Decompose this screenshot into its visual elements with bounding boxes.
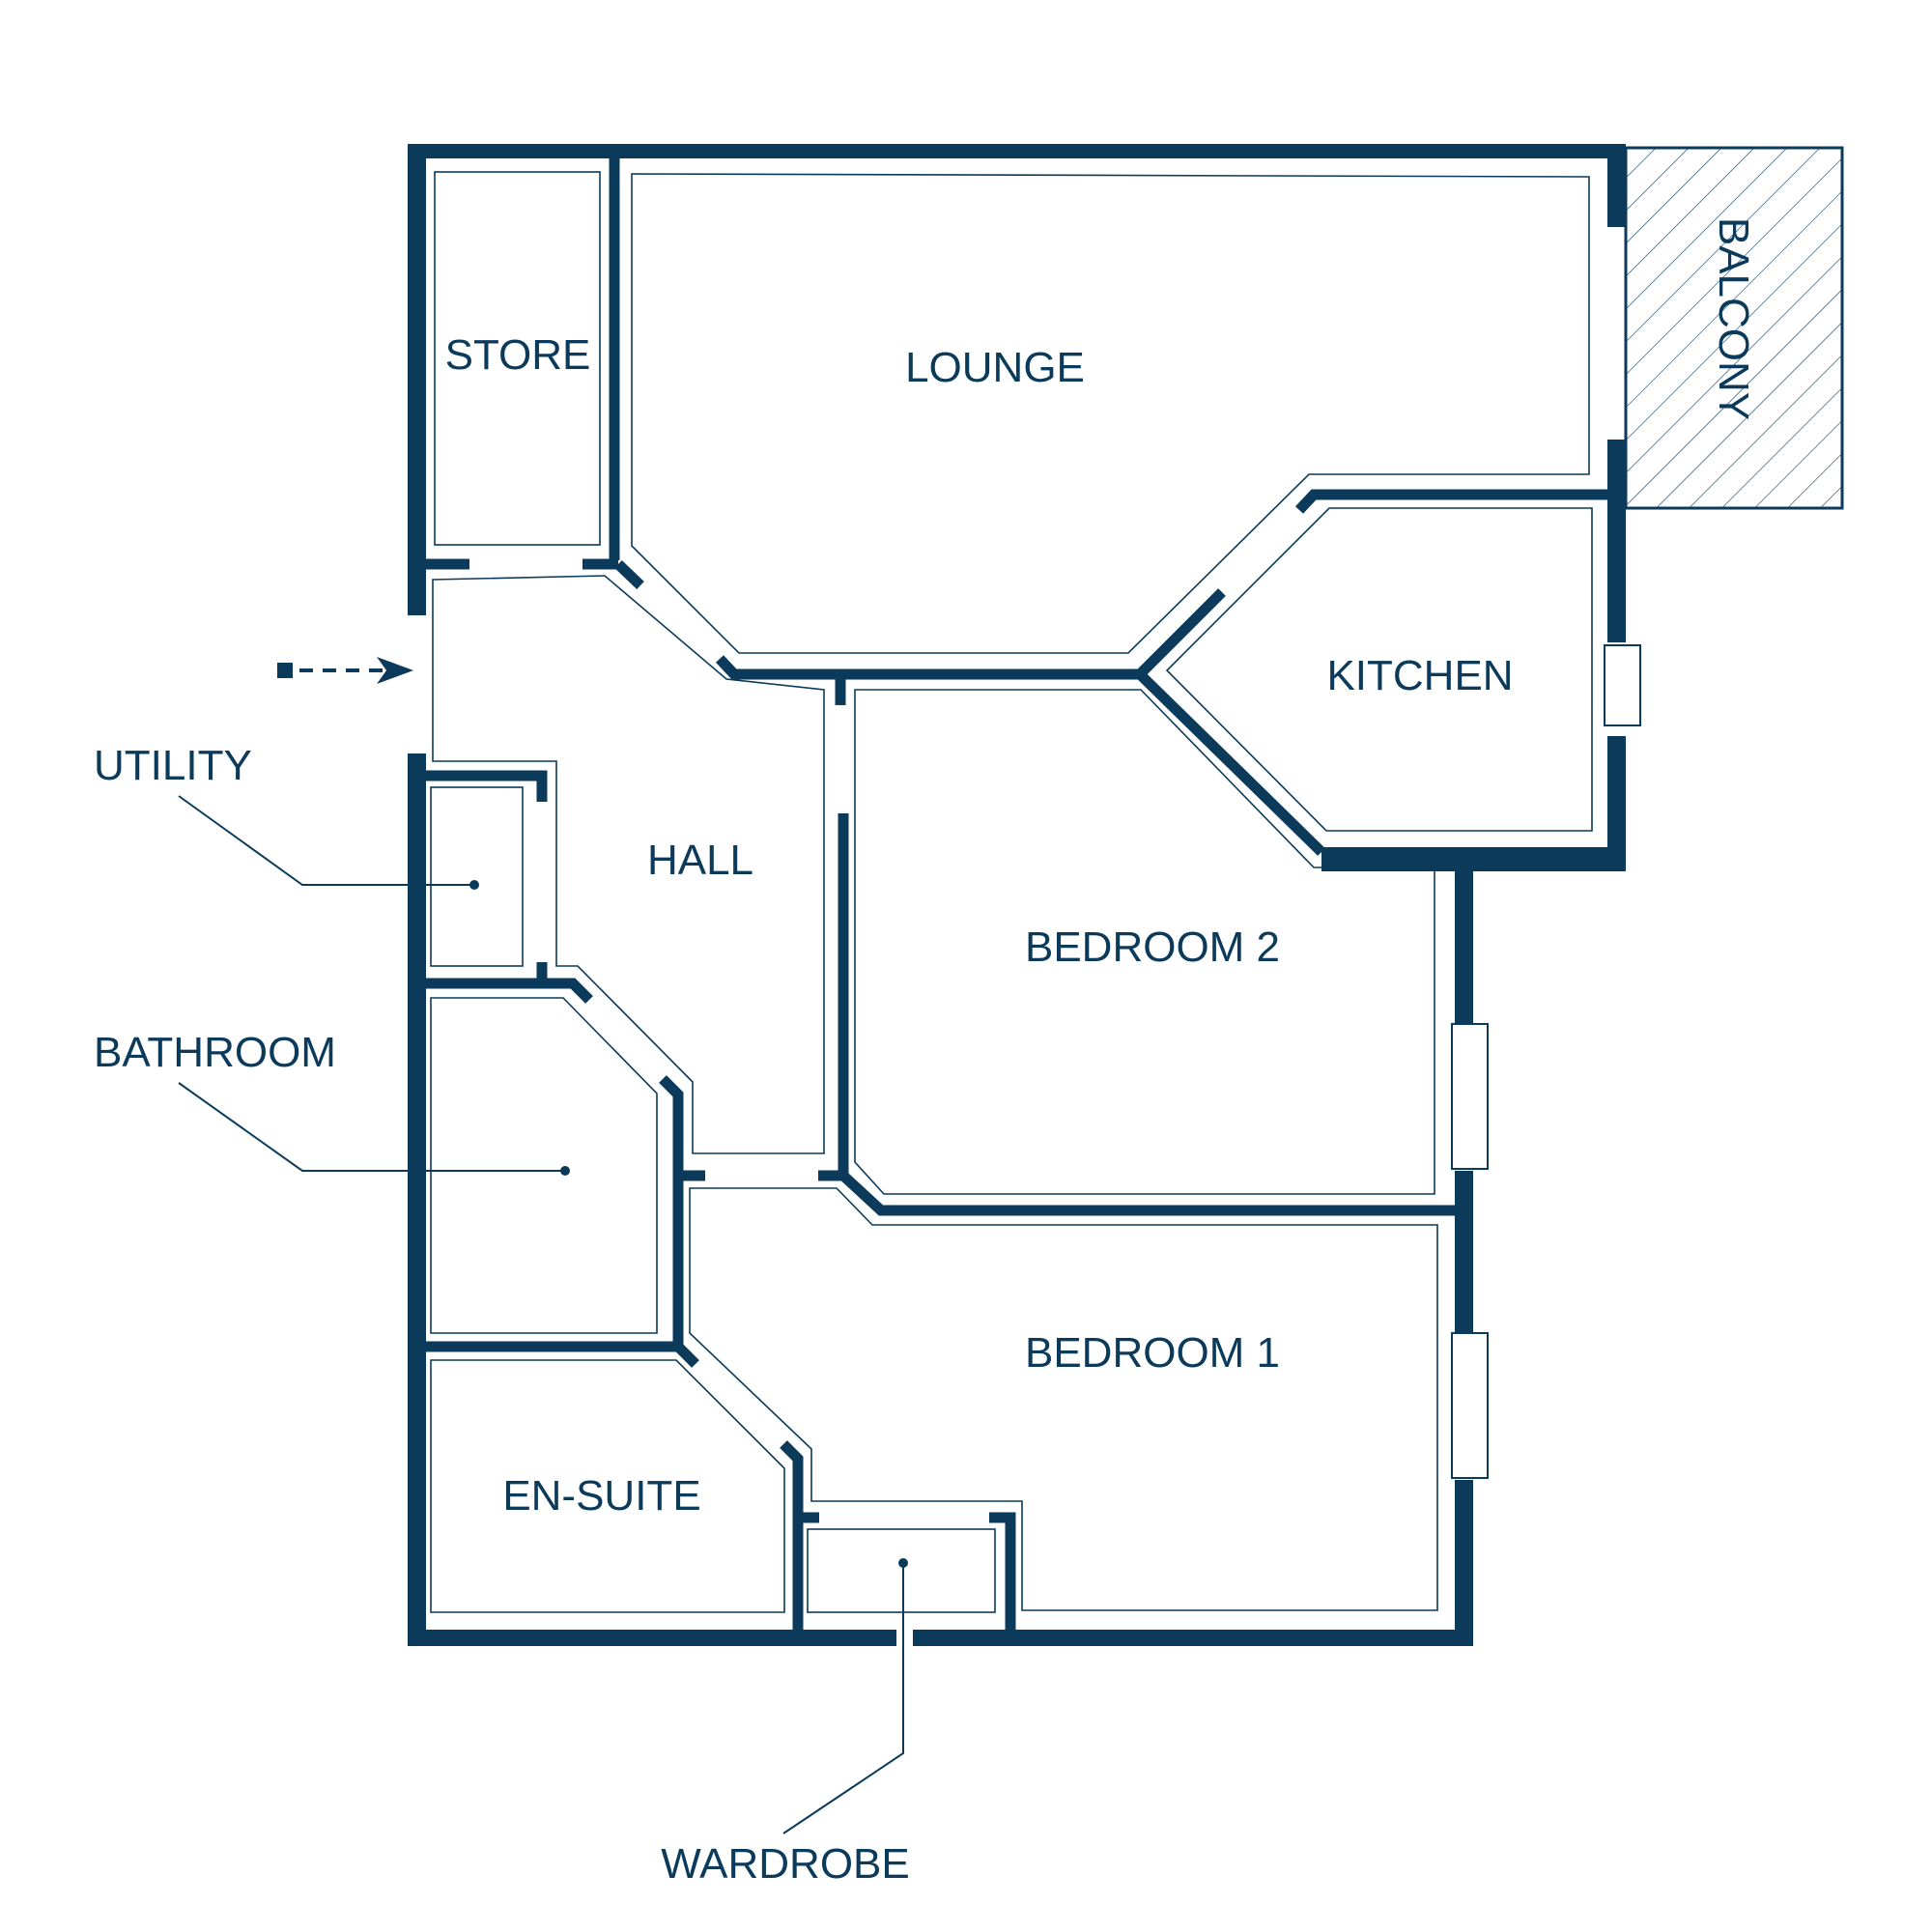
bedroom2-label: BEDROOM 2 bbox=[1025, 923, 1280, 971]
bedroom2-window-icon bbox=[1451, 1023, 1489, 1170]
utility-label: UTILITY bbox=[94, 742, 252, 789]
dashed-arrow-right-icon bbox=[277, 657, 413, 684]
outer-walls bbox=[408, 144, 1626, 1646]
kitchen-window-icon bbox=[1604, 644, 1641, 726]
hall-label: HALL bbox=[647, 837, 753, 884]
lounge-label: LOUNGE bbox=[905, 344, 1085, 391]
bedroom1-window-icon bbox=[1451, 1332, 1489, 1479]
bathroom-label: BATHROOM bbox=[94, 1029, 336, 1076]
kitchen-label: KITCHEN bbox=[1326, 652, 1513, 699]
inner-walls bbox=[426, 158, 1607, 1630]
balcony-label: BALCONY bbox=[1710, 217, 1757, 420]
store-label: STORE bbox=[445, 331, 591, 379]
callout-labels: UTILITY BATHROOM WARDROBE bbox=[94, 742, 910, 1888]
windows bbox=[1451, 644, 1641, 1479]
wardrobe-label: WARDROBE bbox=[661, 1840, 910, 1888]
bedroom1-label: BEDROOM 1 bbox=[1025, 1329, 1280, 1377]
balcony-area bbox=[1624, 146, 1844, 510]
en-suite-label: EN-SUITE bbox=[502, 1472, 700, 1520]
callout-leaders bbox=[178, 795, 908, 1834]
room-labels: STORE LOUNGE BALCONY KITCHEN HALL BEDROO… bbox=[445, 217, 1757, 1520]
room-outlines bbox=[430, 171, 1593, 1613]
